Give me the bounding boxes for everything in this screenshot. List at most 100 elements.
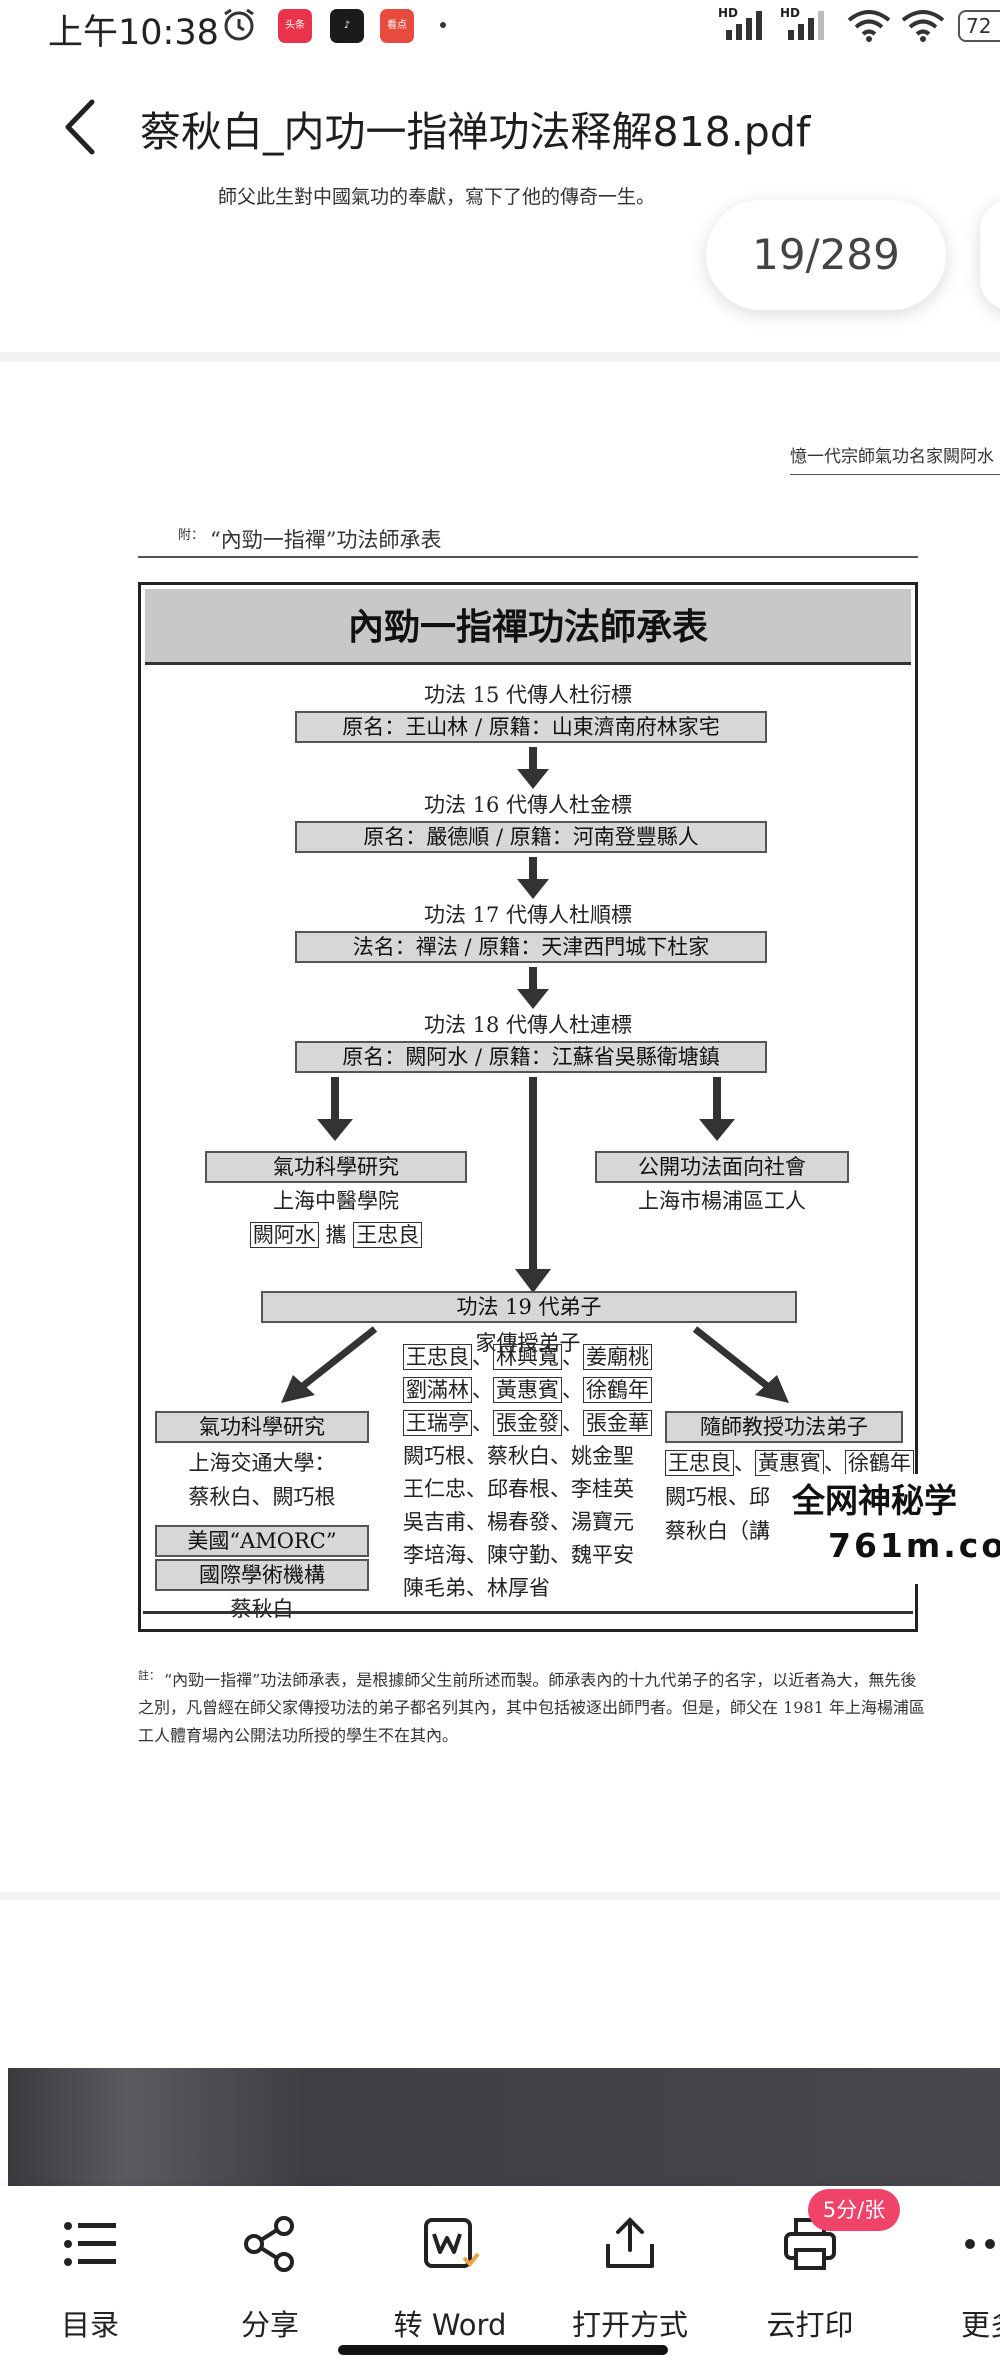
status-bar: 上午10:38 头条 ♪ 看点 HD HD 72 [0, 0, 1000, 53]
figure-caption: 附： “內勁一指禪”功法師承表 [178, 524, 442, 554]
next-page-preview[interactable] [8, 2068, 1000, 2188]
right-branch-box: 公開功法面向社會 [595, 1151, 849, 1183]
toc-button[interactable]: 目录 [20, 2204, 160, 2354]
disciple-name: 劉滿林 [403, 1377, 472, 1403]
status-time: 上午10:38 [48, 13, 219, 53]
down-arrow-icon [317, 1077, 353, 1141]
kandian-app-icon: 看点 [380, 9, 414, 43]
home-indicator[interactable] [338, 2345, 668, 2355]
more-button[interactable]: 更多 [920, 2204, 1000, 2354]
down-arrow-icon [699, 1077, 735, 1141]
disciple-row: 王仁忠、邱春根、李桂英 [403, 1477, 634, 1501]
wifi-icon-2 [901, 10, 945, 42]
academic-org-box: 國際學術機構 [155, 1559, 369, 1591]
left-branch-names: 闕阿水 攜 王忠良 [205, 1219, 467, 1249]
left-lower-names: 蔡秋白、闕巧根 [188, 1485, 336, 1509]
left-lower-institution: 上海交通大學： [188, 1451, 336, 1475]
hd-label: HD [718, 6, 739, 20]
chart-footnote: 註：“內勁一指禪”功法師承表，是根據師父生前所述而製。師承表內的十九代弟子的名字… [138, 1662, 928, 1750]
watermark-line-1: 全网神秘学 [792, 1481, 957, 1520]
cloud-print-label: 云打印 [766, 2308, 854, 2342]
chevron-left-icon [65, 99, 95, 155]
name-connector: 攜 [325, 1223, 347, 1247]
disciple-row: 李培海、陳守勤、魏平安 [403, 1543, 634, 1567]
disciple-name: 姜廟桃 [583, 1344, 652, 1370]
gen16-label: 功法 16 代傳人杜金標 [423, 793, 633, 817]
down-arrow-icon [515, 1077, 551, 1293]
gen15-label: 功法 15 代傳人杜衍標 [423, 683, 633, 707]
disciple-name: 徐鶴年 [845, 1450, 914, 1476]
floating-button[interactable] [980, 200, 1000, 310]
disciple-name: 王瑞亭 [403, 1410, 472, 1436]
gen18-label: 功法 18 代傳人杜連標 [423, 1013, 633, 1037]
right-lower-box: 隨師教授功法弟子 [665, 1411, 903, 1443]
family-disciples-heading: 家傳授弟子 [475, 1331, 581, 1355]
tiktok-app-icon: ♪ [330, 9, 364, 43]
note-text: “內勁一指禪”功法師承表，是根據師父生前所述而製。師承表內的十九代弟子的名字，以… [138, 1670, 925, 1746]
toc-label: 目录 [60, 2308, 119, 2342]
disciple-name: 張金發 [493, 1410, 562, 1436]
page-separator [0, 1892, 1000, 1900]
running-head-rule [790, 474, 1000, 475]
share-label: 分享 [240, 2308, 299, 2342]
right-lower-boxed-names: 王忠良、黃惠賓、徐鶴年 [665, 1447, 914, 1477]
convert-to-word-label: 转 Word [393, 2308, 507, 2342]
share-icon [244, 2216, 294, 2272]
disciple-row: 劉滿林、黃惠賓、徐鶴年 [403, 1374, 663, 1407]
gen17-label: 功法 17 代傳人杜順標 [423, 903, 633, 927]
running-head: 憶一代宗師氣功名家闕阿水 [790, 447, 994, 467]
reader-header: 蔡秋白_内功一指禅功法释解818.pdf 師父此生對中國氣功的奉獻，寫下了他的傳… [0, 52, 1000, 352]
back-button[interactable] [52, 92, 112, 162]
left-lower-box: 氣功科學研究 [155, 1411, 369, 1443]
page-separator [0, 352, 1000, 362]
note-mark: 註： [138, 1669, 160, 1682]
gen18-box: 原名：闕阿水 / 原籍：江蘇省吳縣衛塘鎮 [295, 1041, 767, 1073]
down-arrow-icon [517, 747, 549, 789]
more-label: 更多 [960, 2308, 1000, 2342]
share-button[interactable]: 分享 [200, 2204, 340, 2354]
name-wang-zhongliang: 王忠良 [353, 1222, 423, 1248]
lineage-chart: 內勁一指禪功法師承表 功法 15 代傳人杜衍標 原名：王山林 / 原籍：山東濟南… [138, 582, 918, 1632]
gen15-box: 原名：王山林 / 原籍：山東濟南府林家宅 [295, 711, 767, 743]
cell-signal-icon-2: HD [780, 6, 832, 46]
cloud-print-button[interactable]: 云打印 [740, 2204, 880, 2354]
wifi-icon [847, 10, 891, 42]
convert-to-word-button[interactable]: 转 Word [380, 2204, 520, 2354]
pdf-page[interactable]: 憶一代宗師氣功名家闕阿水 附： “內勁一指禪”功法師承表 內勁一指禪功法師承表 功… [0, 362, 1000, 1892]
disciple-name: 王忠良 [665, 1450, 734, 1476]
open-with-button[interactable]: 打开方式 [560, 2204, 700, 2354]
list-icon [64, 2222, 116, 2266]
caption-rule [138, 556, 918, 558]
caption-mark: 附： [178, 528, 205, 543]
disciple-row: 王瑞亭、張金發、張金華 [403, 1407, 663, 1440]
name-que-ashui: 闕阿水 [249, 1222, 319, 1248]
export-icon [606, 2217, 654, 2268]
watermark-line-2: 761m.com [828, 1526, 1000, 1565]
chart-bottom-rule [143, 1611, 913, 1614]
open-with-label: 打开方式 [571, 2308, 688, 2342]
chart-title: 內勁一指禪功法師承表 [145, 589, 911, 665]
down-arrow-icon [517, 857, 549, 899]
word-doc-icon [424, 2218, 480, 2268]
family-disciple-list: 王忠良、林興寬、姜廟桃 劉滿林、黃惠賓、徐鶴年 王瑞亭、張金發、張金華 闕巧根、… [403, 1341, 663, 1605]
gen19-box: 功法 19 代弟子 [261, 1291, 797, 1323]
left-lower-name: 蔡秋白 [230, 1597, 294, 1621]
right-branch-location: 上海市楊浦區工人 [638, 1189, 806, 1213]
down-arrow-icon [517, 967, 549, 1009]
disciple-row: 陳毛弟、林厚省 [403, 1576, 550, 1600]
gen16-box: 原名：嚴德順 / 原籍：河南登豐縣人 [295, 821, 767, 853]
notification-dot-icon [440, 22, 446, 28]
disciple-row: 闕巧根、蔡秋白、姚金聖 [403, 1444, 634, 1468]
disciple-name: 張金華 [583, 1410, 652, 1436]
alarm-icon [224, 8, 254, 41]
caption-text: “內勁一指禪”功法師承表 [210, 528, 442, 552]
diagonal-arrow-icon [692, 1326, 789, 1403]
page-counter[interactable]: 19/289 [706, 200, 946, 310]
disciple-row: 吳吉甫、楊春發、湯寶元 [403, 1510, 634, 1534]
disciple-row: 王忠良、林興寬、姜廟桃 [403, 1341, 663, 1374]
left-branch-institution: 上海中醫學院 [273, 1189, 399, 1213]
gen17-box: 法名：禪法 / 原籍：天津西門城下杜家 [295, 931, 767, 963]
cell-signal-icon: HD [718, 6, 770, 46]
hd-label-2: HD [780, 6, 801, 20]
left-branch-box: 氣功科學研究 [205, 1151, 467, 1183]
